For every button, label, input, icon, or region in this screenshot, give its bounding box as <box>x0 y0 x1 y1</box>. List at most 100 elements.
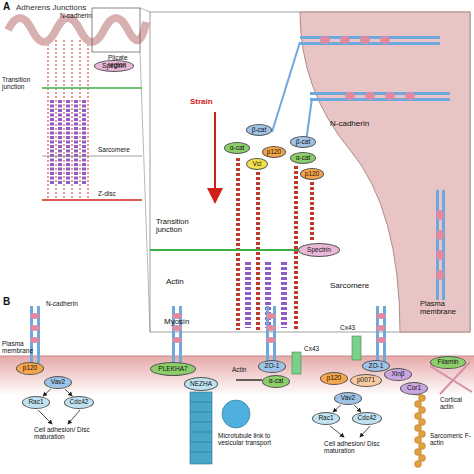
part-label: Transition junction <box>2 76 44 90</box>
panel-letter: Strain <box>190 98 230 107</box>
part-label: Z-disc <box>98 190 138 197</box>
protein-name: Vav2 <box>51 379 65 386</box>
part-label: Plicate region <box>108 54 138 68</box>
part-label: Microtubule link to vesicular transport <box>218 432 284 446</box>
protein-name: Rac1 <box>318 415 333 422</box>
pathway-arrow <box>330 426 344 437</box>
panel-letter: B <box>3 296 15 307</box>
protein-name: Cdc42 <box>70 399 89 406</box>
protein-oval: Rac1 <box>22 396 50 409</box>
sarcomere-line <box>42 156 142 157</box>
pathway-arrow <box>68 410 80 424</box>
protein-name: α-cat <box>269 378 284 385</box>
protein-name: PLEKHA7 <box>158 366 187 373</box>
part-label: N-cadherin <box>46 300 96 307</box>
protein-oval: β-cat <box>290 136 316 148</box>
part-label: Sarcomere <box>98 146 142 153</box>
plicate-membrane <box>8 18 146 42</box>
protein-oval: p120 <box>16 362 44 375</box>
part-label: Transition junction <box>156 218 200 235</box>
part-label: Actin <box>166 278 206 287</box>
zoom-line <box>140 8 150 12</box>
protein-oval: Spectrin <box>298 243 340 257</box>
transition-line <box>150 249 302 251</box>
actin-strand <box>236 379 262 381</box>
protein-name: p120 <box>305 171 319 178</box>
protein-oval: α-cat <box>290 152 316 164</box>
protein-name: β-cat <box>296 139 311 146</box>
actin-filaments <box>238 158 312 330</box>
protein-name: Vav2 <box>341 395 355 402</box>
vesicle <box>222 400 250 428</box>
protein-name: ZO-1 <box>265 363 280 370</box>
cadherin-dimers <box>30 306 386 366</box>
protein-name: p120 <box>267 149 281 156</box>
part-label: Plasma membrane <box>2 340 44 354</box>
plasma-membrane-band <box>0 356 474 396</box>
protein-oval: NEZHA <box>184 377 218 391</box>
cadherin-rods <box>300 36 450 300</box>
protein-oval: β-cat <box>246 124 272 136</box>
part-label: Cortical actin <box>440 396 474 410</box>
protein-oval: ZO-1 <box>258 360 286 373</box>
cx43-channel <box>352 336 361 360</box>
part-label: Cx43 <box>304 345 334 352</box>
part-label: Sarcomere <box>330 282 390 291</box>
zoom-box <box>150 12 470 332</box>
sarcomere-left <box>48 40 88 200</box>
protein-oval: Cor1 <box>400 382 428 395</box>
protein-name: α-cat <box>230 145 245 152</box>
protein-oval: Vav2 <box>44 376 72 389</box>
protein-name: NEZHA <box>190 381 212 388</box>
protein-name: Filamin <box>438 359 459 366</box>
protein-oval: Vcl <box>246 158 268 170</box>
zoom-membrane <box>300 12 470 332</box>
protein-name: Cor1 <box>407 385 421 392</box>
part-label: Myosin <box>164 318 204 327</box>
microtubule-stripes <box>190 402 212 452</box>
figure-title: Adherens Junctions <box>16 3 86 12</box>
part-label: Actin <box>232 366 262 373</box>
cx43-channel <box>292 352 301 374</box>
membrane-edge <box>0 356 474 357</box>
inset-box <box>92 8 140 52</box>
protein-oval: Vav2 <box>334 392 362 405</box>
protein-name: Xinβ <box>391 371 404 378</box>
protein-oval: p120 <box>300 168 324 180</box>
protein-oval: Xinβ <box>384 368 412 381</box>
signaling-arrow <box>43 389 51 396</box>
cadherin-tail <box>272 42 300 132</box>
strain-arrow <box>214 112 216 200</box>
z-disc-line <box>42 199 142 201</box>
signaling-arrow <box>354 405 361 412</box>
protein-oval: PLEKHA7 <box>150 362 196 376</box>
protein-oval: α-cat <box>262 375 290 388</box>
zoom-line <box>140 52 150 332</box>
protein-name: Spectrin <box>307 247 331 254</box>
protein-oval: Rac1 <box>312 412 340 425</box>
protein-name: ZO-1 <box>369 363 384 370</box>
panel-letter: A <box>3 1 15 12</box>
microtubule <box>190 392 212 464</box>
protein-oval: p120 <box>320 372 348 385</box>
part-label: N-cadherin <box>330 120 380 129</box>
part-label: Plasma membrane <box>420 300 466 317</box>
protein-oval: p120 <box>262 146 286 158</box>
protein-name: β-cat <box>252 127 267 134</box>
transition-line <box>42 87 142 89</box>
protein-oval: p0071 <box>350 374 382 387</box>
signaling-arrow <box>333 405 341 412</box>
protein-oval: α-cat <box>224 142 250 154</box>
protein-oval: Filamin <box>430 356 466 369</box>
protein-name: p0071 <box>357 377 375 384</box>
signaling-arrow <box>65 389 72 396</box>
part-label: Cell adhesion/ Disc maturation <box>324 440 386 454</box>
protein-oval: Cdc42 <box>352 412 382 425</box>
protein-name: Rac1 <box>28 399 43 406</box>
part-label: Cx43 <box>340 324 370 331</box>
protein-name: α-cat <box>296 155 311 162</box>
part-label: N-cadherin <box>60 12 100 19</box>
protein-name: p120 <box>23 365 37 372</box>
part-label: Sarcomeric F-actin <box>430 432 474 446</box>
sarcomeric-f-actin <box>415 389 426 468</box>
